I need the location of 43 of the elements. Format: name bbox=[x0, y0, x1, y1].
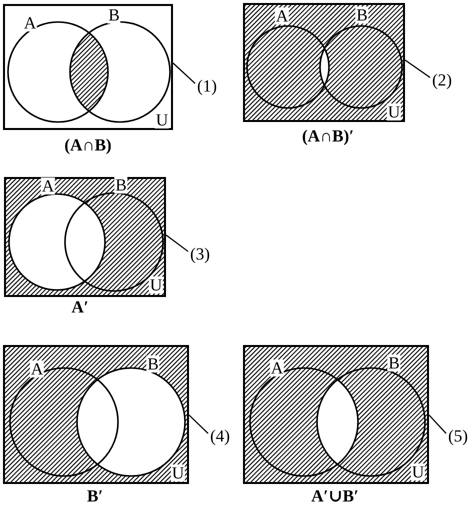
set-circle bbox=[9, 360, 119, 477]
set-circle bbox=[8, 177, 106, 291]
universal-set-rectangle bbox=[3, 345, 189, 484]
set-label: U bbox=[170, 464, 186, 482]
set-label: A bbox=[30, 360, 44, 378]
set-label: A bbox=[40, 178, 56, 194]
set-circle bbox=[64, 176, 164, 292]
set-label: U bbox=[386, 104, 402, 120]
callout-number: (5) bbox=[447, 428, 469, 444]
leader-line bbox=[172, 62, 196, 84]
set-label: B bbox=[114, 176, 128, 194]
callout-number: (3) bbox=[189, 246, 211, 262]
leader-line bbox=[404, 60, 430, 78]
set-label: A bbox=[274, 8, 290, 24]
set-circle bbox=[76, 355, 186, 477]
set-label: U bbox=[410, 464, 426, 480]
set-label: U bbox=[148, 276, 164, 294]
leader-line bbox=[188, 414, 208, 434]
set-caption: (A∩B) bbox=[64, 136, 112, 154]
set-label: B bbox=[387, 354, 401, 372]
set-label: A bbox=[270, 360, 284, 376]
set-label: A bbox=[22, 14, 38, 32]
set-caption: A′∪B′ bbox=[311, 488, 359, 504]
set-caption: B′ bbox=[86, 488, 104, 504]
leader-line bbox=[166, 234, 188, 252]
set-circle bbox=[316, 354, 426, 477]
set-caption: A′ bbox=[71, 298, 89, 316]
universal-set-rectangle bbox=[243, 3, 405, 122]
leader-line bbox=[428, 414, 447, 434]
universal-set-rectangle bbox=[3, 4, 173, 130]
callout-number: (4) bbox=[209, 428, 231, 444]
set-circle bbox=[249, 359, 359, 477]
universal-set-rectangle bbox=[243, 345, 429, 484]
set-label: B bbox=[107, 6, 121, 24]
set-label: B bbox=[355, 6, 369, 24]
set-caption: (A∩B)′ bbox=[302, 128, 354, 144]
callout-number: (2) bbox=[431, 72, 453, 88]
callout-number: (1) bbox=[196, 78, 218, 94]
set-label: B bbox=[146, 356, 160, 372]
set-circle bbox=[7, 14, 109, 123]
set-circle bbox=[246, 7, 330, 109]
set-label: U bbox=[154, 112, 170, 128]
universal-set-rectangle bbox=[4, 177, 166, 297]
